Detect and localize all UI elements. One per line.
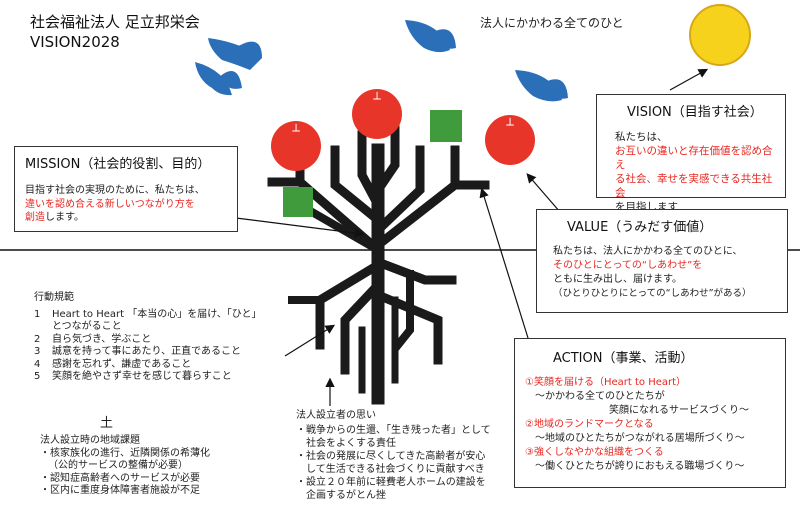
action-item-title: ①笑顔を届ける（Heart to Heart） <box>525 377 687 388</box>
apple-icon <box>485 115 535 165</box>
action-item-line: ～かかわる全てのひとたちが <box>535 391 665 402</box>
sun-icon <box>689 4 751 66</box>
list-item: 企画するがとん挫 <box>306 490 386 501</box>
bird-icon <box>195 62 242 96</box>
bird-icon <box>405 20 456 53</box>
list-item: ・区内に重度身体障害者施設が不足 <box>40 485 200 496</box>
arrow <box>479 187 529 339</box>
action-item-line: ～働くひとたちが誇りにおもえる職場づくり～ <box>535 461 745 472</box>
apple-mark: ┴ <box>372 91 381 106</box>
list-item: ・社会の発展に尽くしてきた高齢者が安心 <box>296 451 486 462</box>
apple-icon <box>352 89 402 139</box>
value-heading: VALUE（うみだす価値） <box>567 220 713 235</box>
org-name: 社会福祉法人 足立邦栄会 <box>30 13 200 31</box>
action-box: ACTION（事業、活動） ①笑顔を届ける（Heart to Heart） ～か… <box>514 338 786 488</box>
apple-mark: ┴ <box>505 117 514 132</box>
mission-heading: MISSION（社会的役割、目的） <box>25 157 211 172</box>
bird-icon <box>515 70 568 102</box>
list-item: （公的サービスの整備が必要） <box>48 460 188 471</box>
page-title: 社会福祉法人 足立邦栄会 VISION2028 <box>30 12 200 52</box>
vision-line: 私たちは、 <box>615 131 668 143</box>
action-item-line: 笑顔になれるサービスづくり～ <box>609 405 749 416</box>
value-line: ともに生み出し、届けます。 <box>553 274 682 285</box>
value-line: 私たちは、法人にかかわる全てのひとに、 <box>553 246 743 257</box>
vision-heading: VISION（目指す社会） <box>627 105 763 120</box>
list-item: して生活できる社会づくりに貢献すべき <box>306 464 485 475</box>
action-heading: ACTION（事業、活動） <box>553 351 694 366</box>
bird-icon <box>208 38 262 70</box>
list-item: ・核家族化の進行、近隣関係の希薄化 <box>40 447 210 459</box>
action-item-title: ③強くしなやかな組織をつくる <box>525 447 664 458</box>
value-line-highlight: そのひとにとっての“しあわせ”を <box>553 260 703 271</box>
arrow <box>284 324 336 357</box>
list-item: ・設立２０年前に軽費老人ホームの建設を <box>296 477 486 488</box>
arrow <box>526 173 561 213</box>
top-label: 法人にかかわる全てのひと <box>480 16 624 30</box>
list-item: ・戦争からの生還、「生き残った者」として <box>296 425 491 436</box>
arrows <box>235 68 709 406</box>
arrow <box>669 68 709 91</box>
vision-line-highlight: る社会、幸せを実感できる共生社会 <box>615 173 773 199</box>
mission-line: します。 <box>45 212 84 223</box>
mission-line-highlight: 違いを認め合える新しいつながり方を <box>25 198 195 210</box>
soil-subheading: 法人設立時の地域課題 <box>40 435 140 446</box>
apple-mark: ┴ <box>291 123 300 138</box>
soil-section: 土 法人設立時の地域課題 ・核家族化の進行、近隣関係の希薄化 （公的サービスの整… <box>28 412 248 498</box>
apple-icon <box>271 121 321 171</box>
list-item: ・認知症高齢者へのサービスが必要 <box>40 472 200 484</box>
mission-line-highlight: 創造 <box>25 212 45 223</box>
arrow <box>235 217 365 238</box>
leaf-icon <box>430 110 462 142</box>
list-item: とつながること <box>52 321 122 332</box>
mission-line: 目指す社会の実現のために、私たちは、 <box>25 185 205 196</box>
mission-box: MISSION（社会的役割、目的） 目指す社会の実現のために、私たちは、 違いを… <box>14 146 238 232</box>
vision-line-highlight: お互いの違いと存在価値を認め合え <box>615 145 773 171</box>
value-line: （ひとりひとりにとっての“しあわせ”がある） <box>553 288 752 299</box>
leaf-icon <box>283 187 313 217</box>
action-item-title: ②地域のランドマークとなる <box>525 419 654 430</box>
vision-year: VISION2028 <box>30 33 120 51</box>
value-box: VALUE（うみだす価値） 私たちは、法人にかかわる全てのひとに、 そのひとにと… <box>536 209 788 313</box>
founder-section: 法人設立者の思い ・戦争からの生還、「生き残った者」として 社会をよくする責任 … <box>296 409 508 502</box>
action-item-line: ～地域のひとたちがつながれる居場所づくり～ <box>535 433 745 444</box>
founder-heading: 法人設立者の思い <box>296 410 376 421</box>
list-item: 社会をよくする責任 <box>306 438 396 449</box>
soil-heading: 土 <box>100 416 114 431</box>
vision-box: VISION（目指す社会） 私たちは、 お互いの違いと存在価値を認め合え る社会… <box>596 94 786 213</box>
tree <box>267 125 490 405</box>
conduct-heading: 行動規範 <box>34 292 74 303</box>
